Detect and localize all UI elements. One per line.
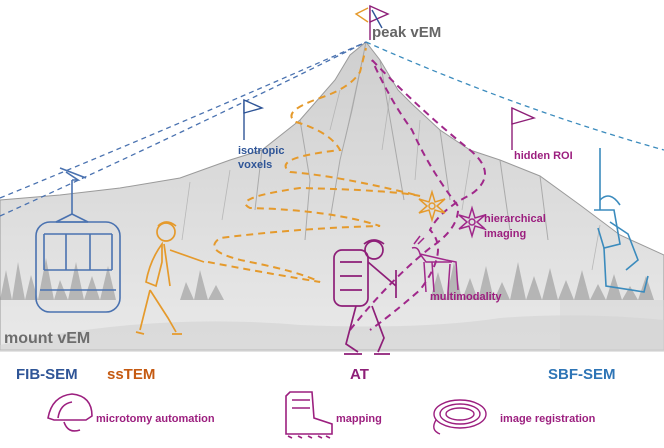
isotropic-voxels-label: isotropic voxels xyxy=(238,144,284,172)
cable-lines xyxy=(0,41,664,217)
legend-mapping: mapping xyxy=(336,413,382,425)
legend-microtomy-automation: microtomy automation xyxy=(96,413,215,425)
hiker-icon xyxy=(135,221,205,335)
legend-image-registration: image registration xyxy=(500,413,596,425)
climber-icon xyxy=(333,239,397,355)
isotropic-line2: voxels xyxy=(238,159,273,171)
mount-label: mount vEM xyxy=(4,330,91,347)
at-trail xyxy=(349,59,486,331)
sbf-sem-label: SBF-SEM xyxy=(548,366,616,383)
edelweiss-icon xyxy=(418,189,486,239)
boot-icon xyxy=(285,391,333,439)
sstem-trail xyxy=(207,47,421,283)
foreground-hill xyxy=(0,315,664,352)
peak-label: peak vEM xyxy=(372,24,442,41)
flag-icon xyxy=(243,4,537,150)
hierarchical-line1: hierarchical xyxy=(484,213,546,225)
isotropic-line1: isotropic xyxy=(238,145,285,157)
multimodality-label: multimodality xyxy=(430,291,502,303)
hierarchical-imaging-label: hierarchical imaging xyxy=(484,212,546,242)
gondola-icon xyxy=(35,167,121,313)
helmet-icon xyxy=(47,393,93,432)
deer-icon xyxy=(411,235,459,293)
chairlift-icon xyxy=(594,148,649,293)
hidden-roi-label: hidden ROI xyxy=(514,150,573,162)
at-label: AT xyxy=(350,366,369,383)
fib-sem-label: FIB-SEM xyxy=(16,366,78,383)
sstem-label: ssTEM xyxy=(107,366,156,383)
rope-icon xyxy=(433,399,487,435)
hierarchical-line2: imaging xyxy=(484,228,527,240)
mountain xyxy=(0,41,664,351)
